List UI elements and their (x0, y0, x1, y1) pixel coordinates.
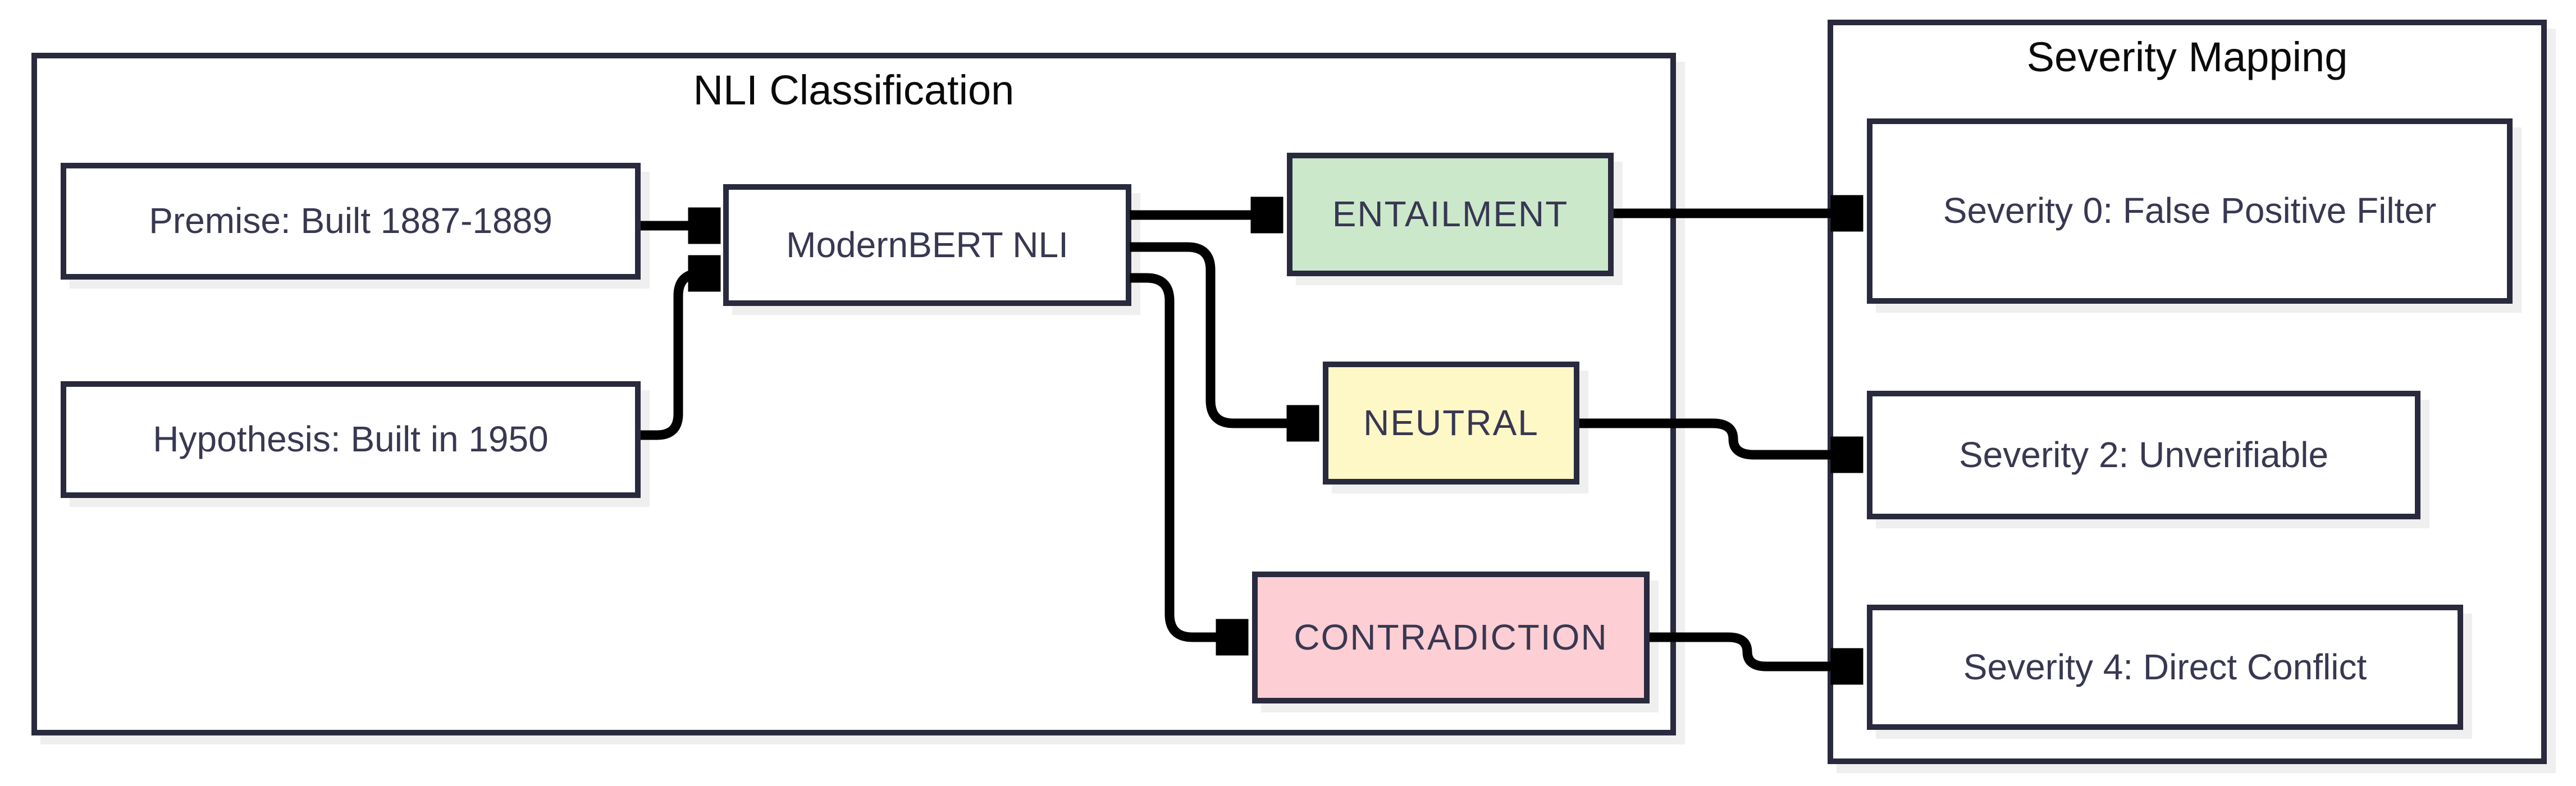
node-severity-2: Severity 2: Unverifiable (1867, 391, 2420, 519)
container-title-severity: Severity Mapping (2026, 34, 2348, 80)
node-neutral-label: NEUTRAL (1363, 402, 1539, 443)
node-hypothesis-label: Hypothesis: Built in 1950 (153, 419, 549, 460)
node-contradiction-label: CONTRADICTION (1294, 616, 1608, 657)
node-severity-0-label: Severity 0: False Positive Filter (1943, 190, 2437, 231)
node-entailment-label: ENTAILMENT (1332, 194, 1569, 235)
node-premise: Premise: Built 1887-1889 (61, 163, 641, 280)
container-severity-mapping: Severity Mapping Severity 0: False Posit… (1828, 20, 2547, 764)
node-neutral: NEUTRAL (1323, 362, 1579, 485)
node-severity-0: Severity 0: False Positive Filter (1867, 118, 2513, 304)
node-hypothesis: Hypothesis: Built in 1950 (61, 381, 641, 498)
container-nli-classification: NLI Classification Premise: Built 1887-1… (31, 53, 1676, 735)
node-severity-2-label: Severity 2: Unverifiable (1958, 434, 2329, 475)
container-title-nli: NLI Classification (693, 67, 1015, 113)
node-premise-label: Premise: Built 1887-1889 (149, 200, 552, 241)
node-severity-4: Severity 4: Direct Conflict (1867, 605, 2463, 730)
node-modernbert-label: ModernBERT NLI (786, 224, 1068, 265)
node-entailment: ENTAILMENT (1287, 153, 1614, 276)
node-modernbert-nli: ModernBERT NLI (723, 184, 1131, 306)
node-contradiction: CONTRADICTION (1252, 572, 1650, 703)
node-severity-4-label: Severity 4: Direct Conflict (1963, 646, 2367, 687)
